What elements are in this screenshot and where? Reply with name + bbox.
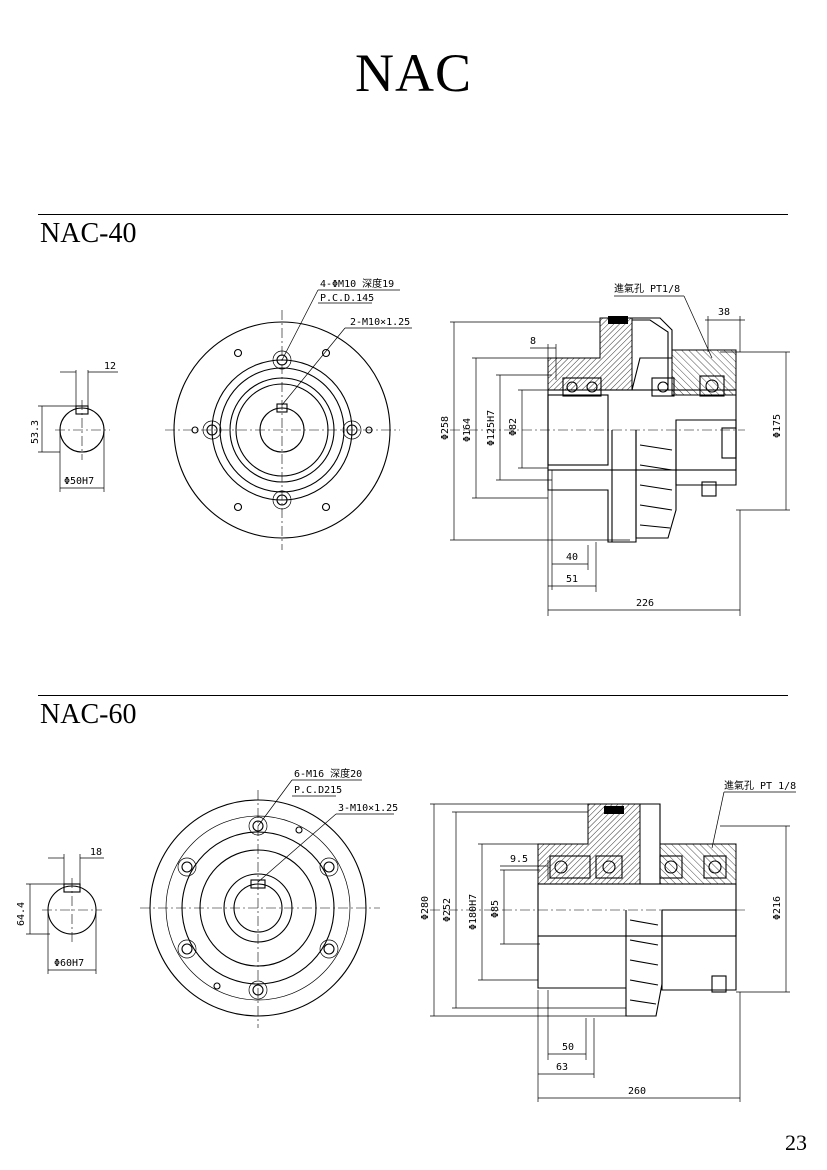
dim-40: 40 [566,552,578,563]
dim-216: Φ216 [772,896,783,920]
dim-50: 50 [562,1042,574,1053]
section-divider [38,695,788,696]
keyway-height-dim: 53.3 [30,420,41,444]
dim-164: Φ164 [462,418,473,442]
nac-40-front-view: 4-ΦM10 深度19 P.C.D.145 2-M10×1.25 [165,277,412,550]
section-divider [38,214,788,215]
bore-dim: Φ60H7 [54,958,84,969]
nac-60-front-view: 6-M16 深度20 P.C.D215 3-M10×1.25 [140,767,398,1028]
dim-38: 38 [718,307,730,318]
nac-40-side-view: Φ258 Φ164 Φ125H7 Φ82 Φ175 8 38 進氣孔 PT1/8… [440,282,790,616]
dim-260: 260 [628,1086,646,1097]
dim-280: Φ280 [420,896,431,920]
dim-outer: Φ258 [440,416,451,440]
dim-8: 8 [530,336,536,347]
dim-175: Φ175 [772,414,783,438]
dim-252: Φ252 [442,898,453,922]
nac-60-keyway-view: 18 64.4 Φ60H7 [16,847,104,974]
dim-51: 51 [566,574,578,585]
bolt-note-2: P.C.D215 [294,785,342,796]
keyway-width-dim: 12 [104,361,116,372]
keyway-height-dim: 64.4 [16,902,27,926]
page-number: 23 [785,1130,807,1155]
tap-note: 3-M10×1.25 [338,803,398,814]
bolt-note-1: 6-M16 深度20 [294,767,362,780]
air-hole-note: 進氣孔 PT1/8 [614,282,680,295]
section-title-nac-60: NAC-60 [40,699,137,730]
dim-125: Φ125H7 [486,410,497,446]
dim-63: 63 [556,1062,568,1073]
dim-82: Φ82 [508,418,519,436]
section-title-nac-40: NAC-40 [40,218,137,249]
bore-dim: Φ50H7 [64,476,94,487]
bolt-note-2: P.C.D.145 [320,293,374,304]
dim-9-5: 9.5 [510,854,528,865]
air-hole-note: 進氣孔 PT 1/8 [724,779,796,792]
dim-226: 226 [636,598,654,609]
nac-40-drawing: 12 53.3 Φ50H7 4-ΦM10 深度 [30,277,790,616]
dim-180: Φ180H7 [468,894,479,930]
nac-60-drawing: 18 64.4 Φ60H7 6-M16 深度20 P.C.D215 [16,767,796,1102]
nac-60-side-view: Φ280 Φ252 Φ180H7 Φ85 9.5 Φ216 進氣孔 PT 1/8… [420,779,796,1102]
dim-85: Φ85 [490,900,501,918]
tap-note: 2-M10×1.25 [350,317,410,328]
nac-40-keyway-view: 12 53.3 Φ50H7 [30,361,118,492]
page-title: NAC [354,43,472,103]
keyway-width-dim: 18 [90,847,102,858]
bolt-note-1: 4-ΦM10 深度19 [320,277,394,290]
